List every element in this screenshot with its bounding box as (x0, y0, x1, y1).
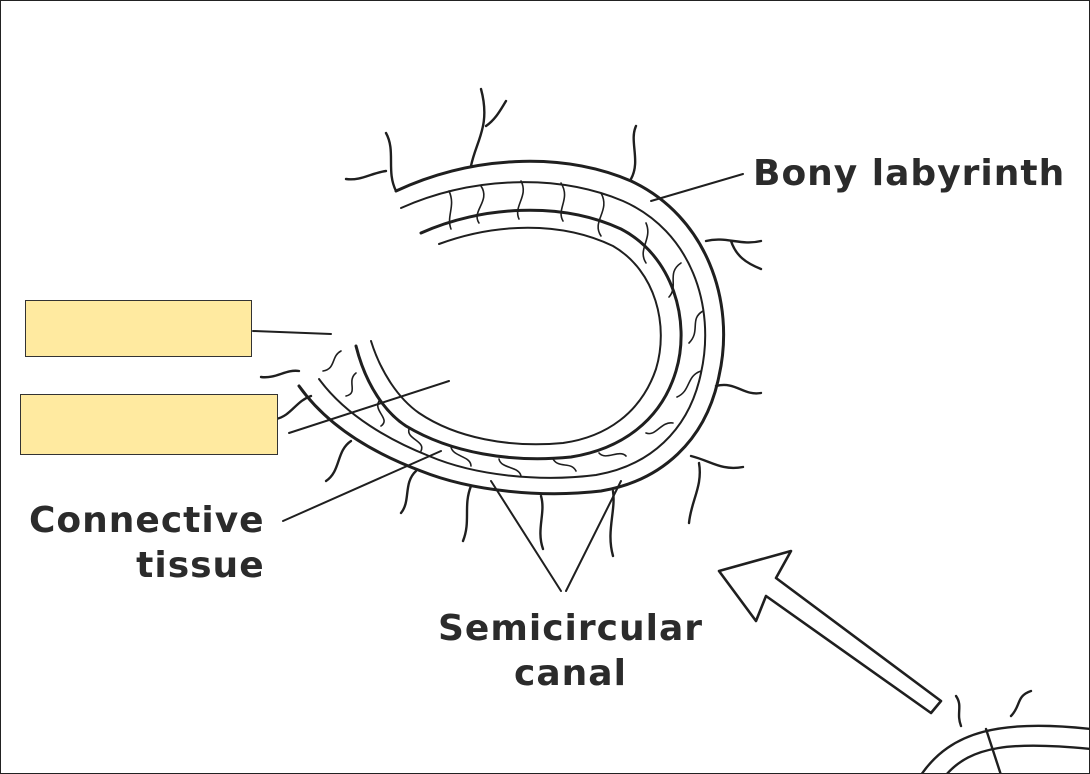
leader-canal-right (565, 480, 622, 592)
leader-lines (252, 173, 744, 592)
leader-connective-tissue (282, 450, 442, 522)
label-bony-labyrinth: Bony labyrinth (753, 153, 1066, 194)
adjacent-canal-fragment (920, 689, 1089, 773)
leader-canal-left (490, 480, 562, 592)
leader-box-2 (288, 380, 450, 434)
membranous-canal-outer (354, 208, 683, 461)
leader-bony-labyrinth (650, 173, 744, 202)
blank-label-box-top[interactable] (25, 300, 252, 357)
blank-label-box-bottom[interactable] (20, 394, 278, 455)
label-connective-tissue-line2: tissue (136, 545, 265, 586)
bony-labyrinth-outer-wall (297, 159, 726, 496)
label-semicircular-canal: Semicircular canal (438, 606, 703, 696)
outer-spikes (259, 87, 763, 558)
pointer-arrow (717, 549, 943, 715)
label-semicircular-canal-line2: canal (514, 653, 627, 694)
label-connective-tissue: Connective tissue (29, 498, 265, 588)
connective-tissue-strands (322, 180, 704, 477)
label-semicircular-canal-line1: Semicircular (438, 608, 703, 649)
leader-box-1 (252, 330, 332, 335)
membranous-canal-inner (370, 226, 662, 446)
label-connective-tissue-line1: Connective (29, 500, 265, 541)
